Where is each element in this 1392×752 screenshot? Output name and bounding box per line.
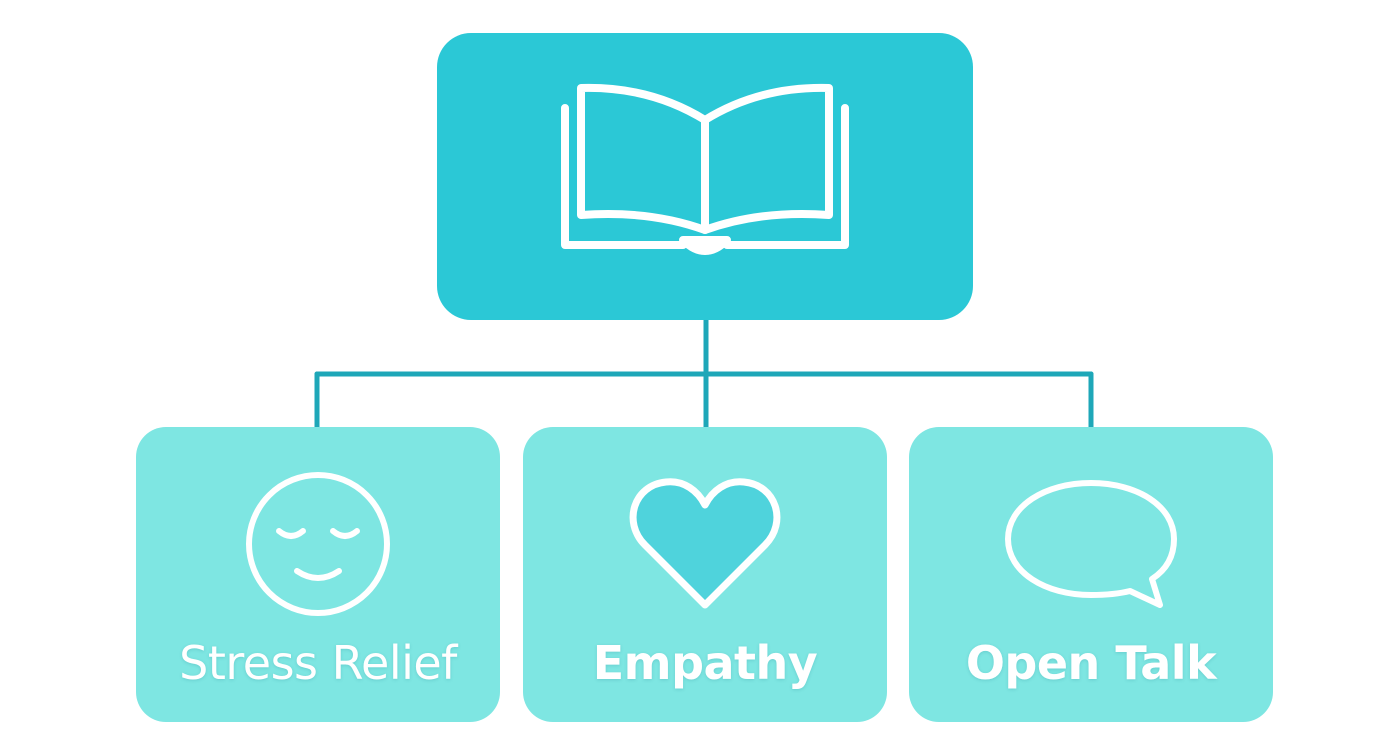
empathy-card: Empathy (523, 427, 887, 722)
root-node (437, 33, 973, 320)
open-talk-label: Open Talk (965, 636, 1217, 690)
empathy-label: Empathy (592, 636, 818, 690)
stress-relief-label: Stress Relief (179, 636, 457, 690)
open-talk-card: Open Talk (909, 427, 1273, 722)
speech-bubble-icon (996, 469, 1186, 619)
stress-relief-card: Stress Relief (136, 427, 500, 722)
relaxed-face-icon (223, 469, 413, 619)
open-book-icon (555, 80, 855, 274)
heart-icon (610, 469, 800, 619)
